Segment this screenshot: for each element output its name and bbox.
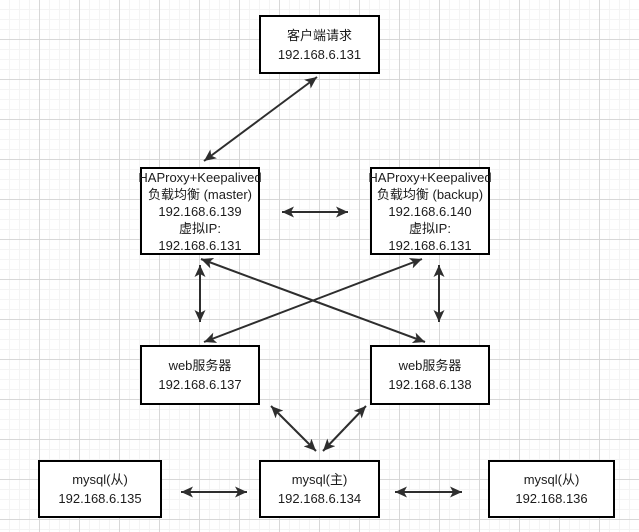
node-client-request: 客户端请求 192.168.6.131 xyxy=(259,15,380,74)
node-line: 192.168.6.137 xyxy=(158,377,242,392)
node-line: 负载均衡 (backup) xyxy=(376,186,484,202)
node-line: 192.168.136 xyxy=(515,491,588,506)
arrow-line xyxy=(292,427,317,452)
node-line: 192.168.6.131 xyxy=(158,237,242,253)
node-line: mysql(从) xyxy=(72,472,128,487)
node-line: 192.168.6.140 xyxy=(388,203,472,219)
node-line: mysql(从) xyxy=(523,472,580,487)
arrow-line xyxy=(203,118,262,162)
node-line: HAProxy+Keepalived xyxy=(368,169,492,185)
arrow-line xyxy=(270,405,295,430)
edge-web1-mysql-master xyxy=(270,405,317,452)
arrow-line xyxy=(259,76,318,120)
node-line: 192.168.6.135 xyxy=(58,491,142,506)
edge-client-haproxy-master xyxy=(203,76,318,162)
node-line: 192.168.6.131 xyxy=(277,46,362,62)
node-line: 192.168.6.139 xyxy=(158,203,242,219)
edge-web2-mysql-master xyxy=(322,405,367,452)
arrow-line xyxy=(203,299,314,343)
node-line: 虚拟IP: xyxy=(409,220,451,236)
node-mysql-slave-1: mysql(从) 192.168.6.135 xyxy=(38,460,162,518)
node-line: web服务器 xyxy=(168,358,232,373)
node-line: 负载均衡 (master) xyxy=(147,186,252,202)
node-line: web服务器 xyxy=(398,358,462,373)
node-haproxy-backup: HAProxy+Keepalived 负载均衡 (backup) 192.168… xyxy=(368,167,492,255)
arrow-line xyxy=(322,427,346,452)
node-haproxy-master: HAProxy+Keepalived 负载均衡 (master) 192.168… xyxy=(138,167,262,255)
node-web-server-1: web服务器 192.168.6.137 xyxy=(140,345,260,405)
arrow-line xyxy=(200,258,314,302)
edge-haproxy-backup-web1 xyxy=(203,258,423,343)
node-mysql-slave-2: mysql(从) 192.168.136 xyxy=(488,460,615,518)
node-line: 192.168.6.134 xyxy=(277,491,362,506)
node-line: 192.168.6.131 xyxy=(388,237,472,253)
node-mysql-master: mysql(主) 192.168.6.134 xyxy=(259,460,380,518)
node-line: 虚拟IP: xyxy=(179,220,221,236)
arrow-line xyxy=(312,299,426,343)
node-line: 客户端请求 xyxy=(286,27,352,43)
node-web-server-2: web服务器 192.168.6.138 xyxy=(370,345,490,405)
node-line: 192.168.6.138 xyxy=(388,377,472,392)
arrow-line xyxy=(343,405,367,430)
node-line: mysql(主) xyxy=(291,472,348,487)
edge-haproxy-master-web2 xyxy=(200,258,426,343)
node-line: HAProxy+Keepalived xyxy=(138,169,262,185)
arrow-line xyxy=(312,258,423,302)
